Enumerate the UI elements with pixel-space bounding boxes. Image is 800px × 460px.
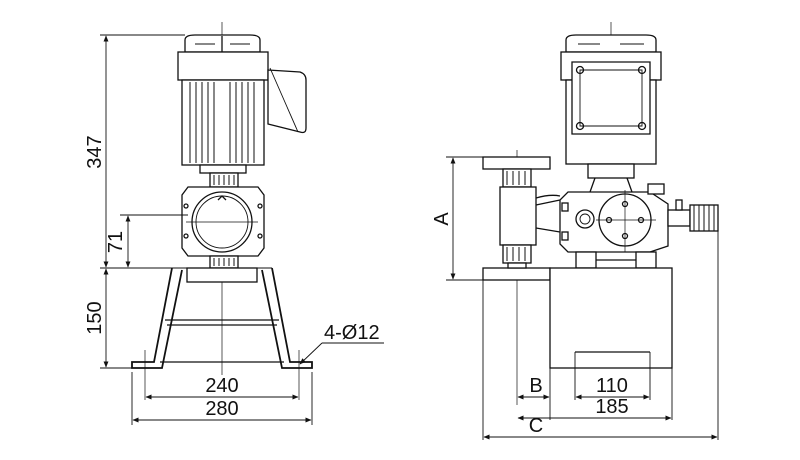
dim-foot-inner: 110 <box>596 375 628 397</box>
side-dimensions: A B 110 185 C <box>431 156 719 440</box>
side-base-tank <box>549 267 673 369</box>
dim-base-width: 280 <box>205 398 238 420</box>
dim-holes: 4-Ø12 <box>324 322 380 344</box>
side-motor-cap <box>565 34 657 53</box>
dim-stand-height: 150 <box>84 301 106 334</box>
motor-cooling-fins <box>189 82 255 163</box>
base-plate <box>186 267 258 283</box>
dim-axis-height: 71 <box>105 231 127 253</box>
dim-foot-outer: 185 <box>595 396 628 418</box>
side-bottom-flange <box>482 267 551 281</box>
front-dimensions: 347 71 150 240 280 4-Ø12 <box>84 34 384 425</box>
front-view <box>131 22 313 400</box>
terminal-box <box>267 69 307 134</box>
dim-offset: B <box>529 375 542 397</box>
side-top-flange <box>482 156 551 170</box>
motor-body <box>181 79 265 166</box>
motor-flange <box>199 164 247 174</box>
dim-hole-pitch: 240 <box>205 375 238 397</box>
dim-stroke-height: A <box>431 212 453 226</box>
side-view <box>482 22 719 405</box>
stand-frame <box>131 267 183 369</box>
dim-overall-length: C <box>529 415 543 437</box>
dim-total-height: 347 <box>84 135 106 168</box>
side-terminal-box <box>571 61 651 135</box>
side-pump-head <box>499 186 537 246</box>
motor-band <box>177 51 269 81</box>
